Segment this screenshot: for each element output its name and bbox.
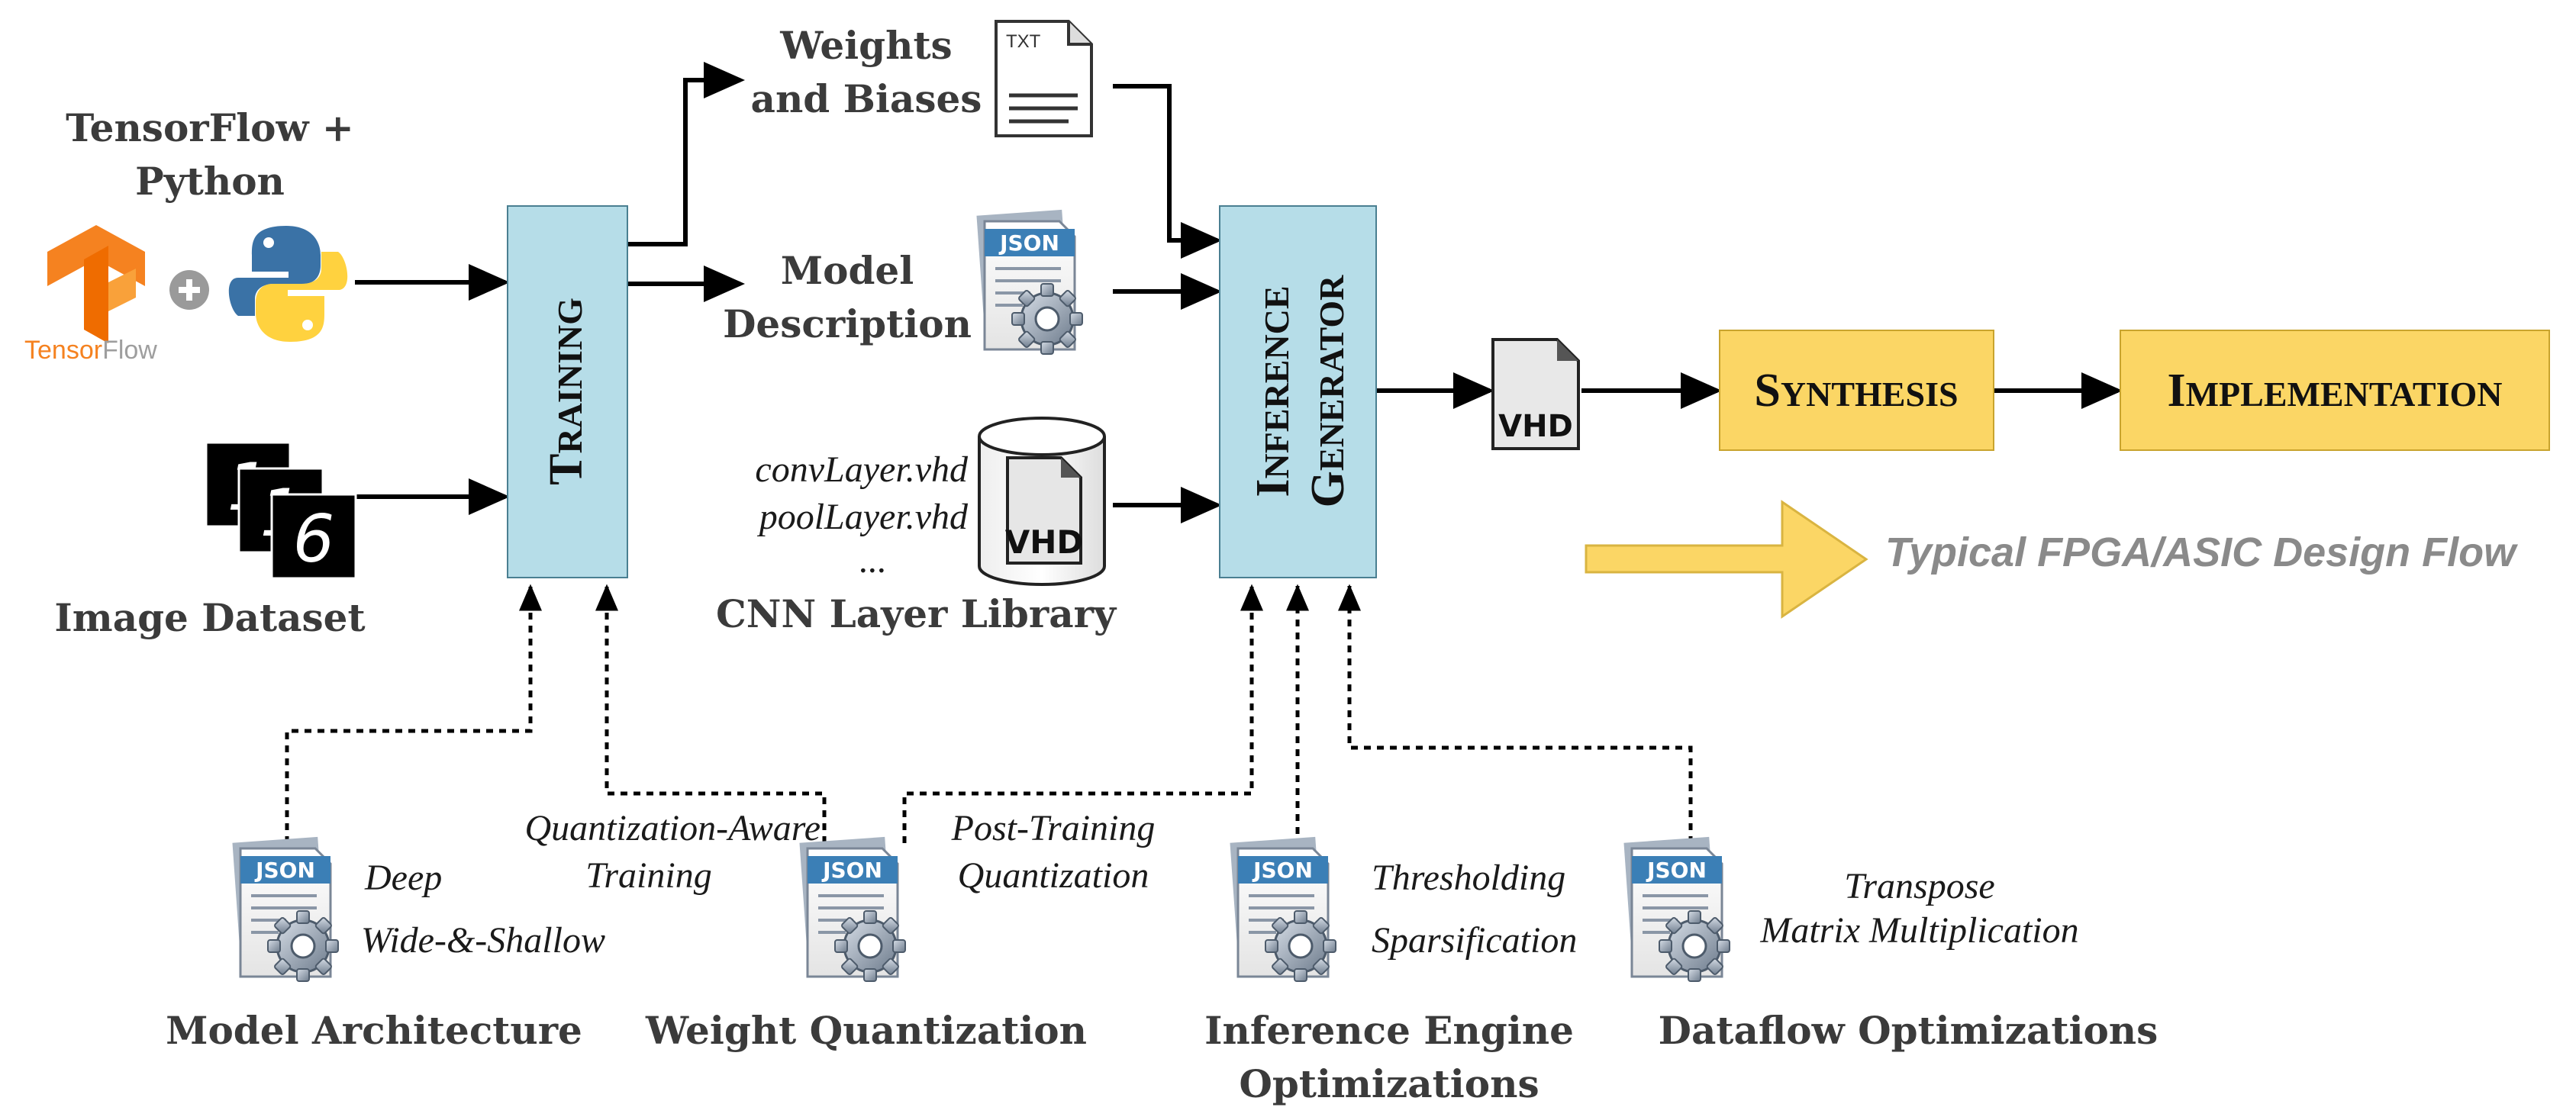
conv-layer-file: convLayer.vhd (755, 449, 968, 490)
typical-flow-arrow-icon (1585, 500, 1868, 619)
synthesis-label: SYNTHESIS (1754, 365, 1958, 417)
image-dataset-icon: 1 1 6 (205, 441, 357, 580)
inference-label-line2: GENERATOR (1302, 275, 1354, 507)
dotted-arrow-ptq (902, 584, 1263, 843)
json-icon-label: JSON (821, 858, 882, 883)
json-icon-label: JSON (254, 858, 315, 883)
option-deep: Deep (365, 858, 443, 898)
gear-icon (833, 909, 907, 983)
arrow-training-to-weights (627, 62, 745, 246)
option-transpose-mm: Transpose Matrix Multiplication (1748, 864, 2091, 953)
transpose-line: Transpose (1844, 866, 1995, 906)
inference-engine-title-line1: Inference Engine (1204, 1008, 1574, 1053)
json-model-description-icon: JSON (976, 209, 1084, 356)
json-dataflow-icon: JSON (1623, 836, 1731, 983)
tensorflow-python-line1: TensorFlow + (66, 105, 354, 150)
gear-icon (1011, 282, 1084, 356)
inference-generator-block: INFERENCE GENERATOR (1219, 205, 1377, 578)
inference-engine-title: Inference Engine Optimizations (1160, 1004, 1618, 1111)
json-inference-engine-icon: JSON (1230, 836, 1337, 983)
implementation-block: IMPLEMENTATION (2120, 330, 2550, 451)
txt-icon-label: TXT (1006, 31, 1041, 52)
vhd-library-cylinder-icon: VHD (978, 417, 1106, 586)
arrow-weights-to-inference (1113, 84, 1222, 259)
tensorflow-python-title: TensorFlow + Python (46, 101, 374, 208)
json-icon-label: JSON (1252, 858, 1313, 883)
typical-flow-label: Typical FPGA/ASIC Design Flow (1885, 530, 2516, 575)
model-architecture-title: Model Architecture (166, 1008, 582, 1053)
txt-file-icon: TXT (995, 20, 1093, 137)
option-wide-shallow: Wide-&-Shallow (361, 920, 605, 961)
model-label-line1: Model (780, 248, 914, 293)
gear-icon (1264, 909, 1337, 983)
weights-biases-label: Weights and Biases (733, 19, 1000, 126)
weights-label-line1: Weights (780, 23, 953, 68)
vhd-output-file-icon: VHD (1491, 338, 1580, 450)
synthesis-block: SYNTHESIS (1719, 330, 1994, 451)
solid-arrows (355, 62, 2123, 523)
cnn-layer-library-label: CNN Layer Library (715, 591, 1117, 636)
ptq-line1: Post-Training (951, 808, 1156, 848)
training-label: TRAINING (540, 298, 592, 485)
inference-label-line1: INFERENCE (1247, 285, 1299, 497)
inference-engine-title-line2: Optimizations (1239, 1061, 1539, 1106)
qat-line2: Training (585, 855, 712, 896)
pool-layer-file: poolLayer.vhd (759, 497, 968, 537)
plus-icon (169, 270, 209, 310)
more-files-ellipsis: ... (859, 540, 887, 581)
python-logo-icon (228, 226, 348, 342)
model-label-line2: Description (723, 301, 972, 346)
option-post-training: Post-Training Quantization (931, 805, 1175, 900)
cnn-library-files: convLayer.vhd poolLayer.vhd ... (725, 446, 968, 581)
tensorflow-logo-icon: TensorFlow (24, 225, 157, 365)
dotted-arrow-architecture (285, 584, 542, 843)
option-thresholding: Thresholding (1372, 858, 1566, 898)
option-quantization-aware: Quantization-Aware Training (477, 805, 821, 900)
image-dataset-label: Image Dataset (54, 595, 366, 640)
weights-label-line2: and Biases (750, 76, 982, 121)
option-sparsification: Sparsification (1372, 920, 1578, 961)
dataflow-optimizations-title: Dataflow Optimizations (1658, 1008, 2158, 1053)
tensorflow-python-line2: Python (135, 159, 285, 204)
dataset-digit-3: 6 (293, 501, 335, 578)
qat-line1: Quantization-Aware (524, 808, 821, 848)
matrix-mult-line: Matrix Multiplication (1760, 910, 2079, 951)
json-weight-quantization-icon: JSON (799, 836, 907, 983)
dataset-image-3 (270, 493, 357, 580)
gear-icon (1658, 909, 1731, 983)
implementation-label: IMPLEMENTATION (2168, 365, 2503, 417)
gear-icon (266, 909, 340, 983)
dotted-arrows (285, 584, 1693, 847)
json-icons: JSON JSON JSON JSON JSON (232, 209, 1731, 983)
json-icon-label: JSON (998, 230, 1059, 256)
dotted-arrow-qat (595, 584, 827, 843)
json-icon-label: JSON (1646, 858, 1707, 883)
training-block: TRAINING (507, 205, 628, 578)
vhd-output-label: VHD (1498, 409, 1573, 444)
weight-quantization-title: Weight Quantization (645, 1008, 1088, 1053)
dotted-arrow-dataflow (1338, 584, 1693, 843)
vhd-library-label: VHD (1005, 523, 1084, 561)
json-model-architecture-icon: JSON (232, 836, 340, 983)
tensorflow-logo-text: TensorFlow (24, 336, 157, 365)
ptq-line2: Quantization (957, 855, 1149, 896)
model-description-label: Model Description (710, 244, 985, 351)
